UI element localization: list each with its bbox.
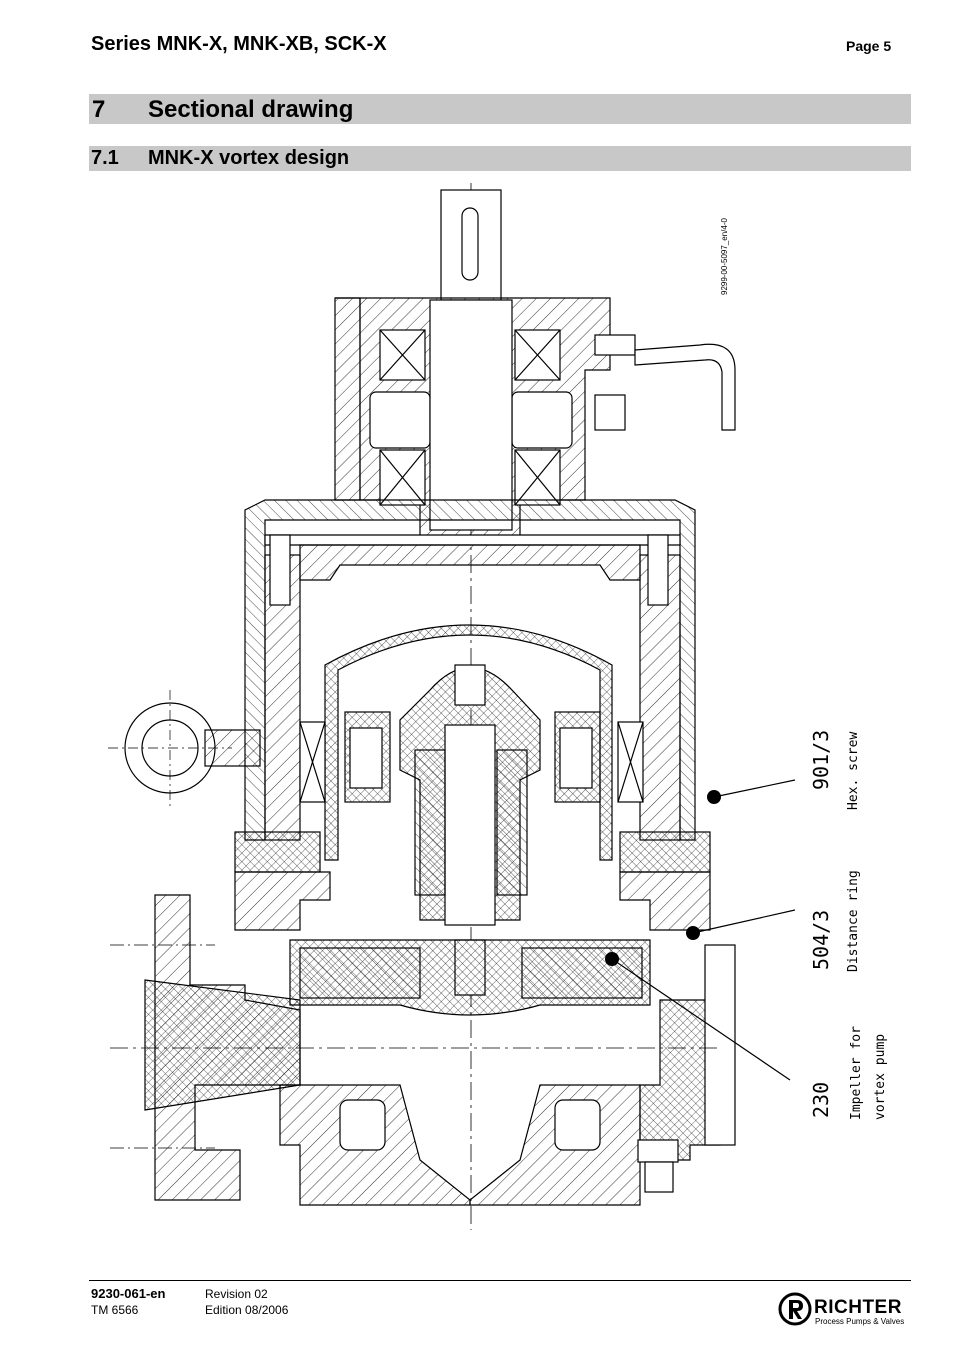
page-number: Page 5 xyxy=(846,38,892,54)
callout-230-description-line1: Impeller for xyxy=(849,1026,864,1120)
callout-230-description-line2: vortex pump xyxy=(873,1034,888,1120)
drawing-number: 9299-00-5097_en/4-0 xyxy=(720,217,729,295)
section-number: 7 xyxy=(92,96,106,123)
callout-901-3-number: 901/3 xyxy=(809,730,833,790)
subsection-heading-bar xyxy=(89,146,911,171)
footer-revision: Revision 02 xyxy=(205,1287,268,1301)
footer-rule xyxy=(89,1280,911,1281)
richter-r-logo-icon xyxy=(778,1292,812,1326)
footer-doc-number: 9230-061-en xyxy=(91,1286,166,1301)
subsection-title: MNK-X vortex design xyxy=(148,147,350,169)
callout-504-3-number: 504/3 xyxy=(809,910,833,970)
footer-tm: TM 6566 xyxy=(91,1303,139,1317)
callout-504-3-description: Distance ring xyxy=(846,870,861,972)
brand-name: RICHTER xyxy=(814,1297,902,1318)
document-title: Series MNK-X, MNK-XB, SCK-X xyxy=(91,33,387,55)
callout-230-number: 230 xyxy=(809,1082,833,1118)
section-title: Sectional drawing xyxy=(148,96,354,123)
brand-tagline: Process Pumps & Valves xyxy=(815,1317,905,1326)
subsection-number: 7.1 xyxy=(91,147,119,169)
footer-edition: Edition 08/2006 xyxy=(205,1303,289,1317)
callout-901-3-description: Hex. screw xyxy=(846,732,861,810)
section-heading-bar xyxy=(89,94,911,124)
